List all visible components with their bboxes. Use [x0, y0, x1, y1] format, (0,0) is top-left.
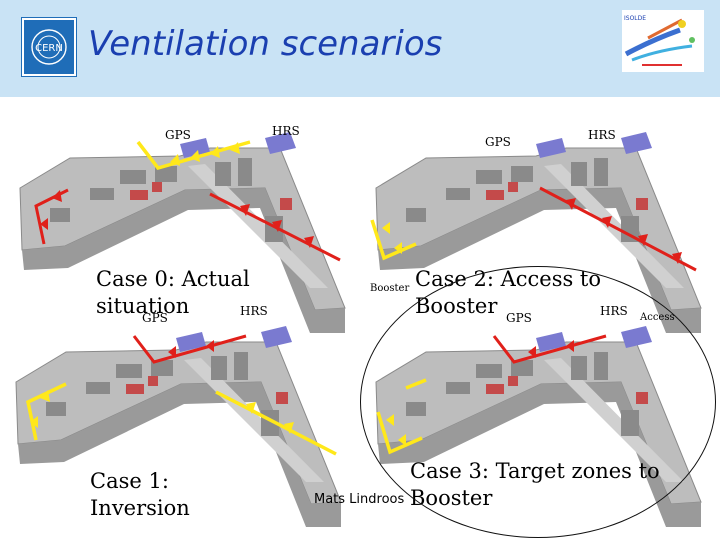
yellow-airflow-path: [26, 382, 67, 441]
caption-case0: Case 0: Actual situation: [96, 266, 250, 320]
yellow-airflow-path: [215, 390, 337, 456]
label-hrs-case1: HRS: [240, 304, 268, 318]
yellow-airflow-path: [370, 219, 417, 261]
cern-logo-text: CERN: [35, 43, 63, 54]
diagram-case0: [10, 128, 350, 338]
label-hrs-case2: HRS: [588, 128, 616, 142]
isolde-logo-text: ISOLDE: [624, 15, 646, 22]
highlight-ellipse: [360, 266, 716, 538]
caption-case1-line1: Case 1:: [90, 469, 169, 493]
red-airflow-path: [132, 334, 247, 364]
label-hrs-case0: HRS: [272, 124, 300, 138]
author-name: Mats Lindroos: [314, 492, 405, 507]
diagram-case1: [6, 322, 346, 532]
caption-case1-line2: Inversion: [90, 496, 190, 520]
label-booster: Booster: [370, 283, 410, 294]
cern-logo: CERN: [22, 18, 76, 76]
caption-case1: Case 1: Inversion: [90, 468, 190, 522]
isolde-logo: ISOLDE: [622, 10, 704, 72]
label-gps-case0: GPS: [165, 128, 191, 142]
label-gps-case2: GPS: [485, 135, 511, 149]
red-airflow-path: [539, 186, 697, 272]
yellow-airflow-path: [136, 140, 251, 171]
diagram-case2: [366, 128, 706, 338]
page-title: Ventilation scenarios: [88, 24, 443, 64]
caption-case0-line2: situation: [96, 294, 190, 318]
caption-case0-line1: Case 0: Actual: [96, 267, 250, 291]
label-gps-case1: GPS: [142, 311, 168, 325]
header-bar: [0, 0, 720, 97]
